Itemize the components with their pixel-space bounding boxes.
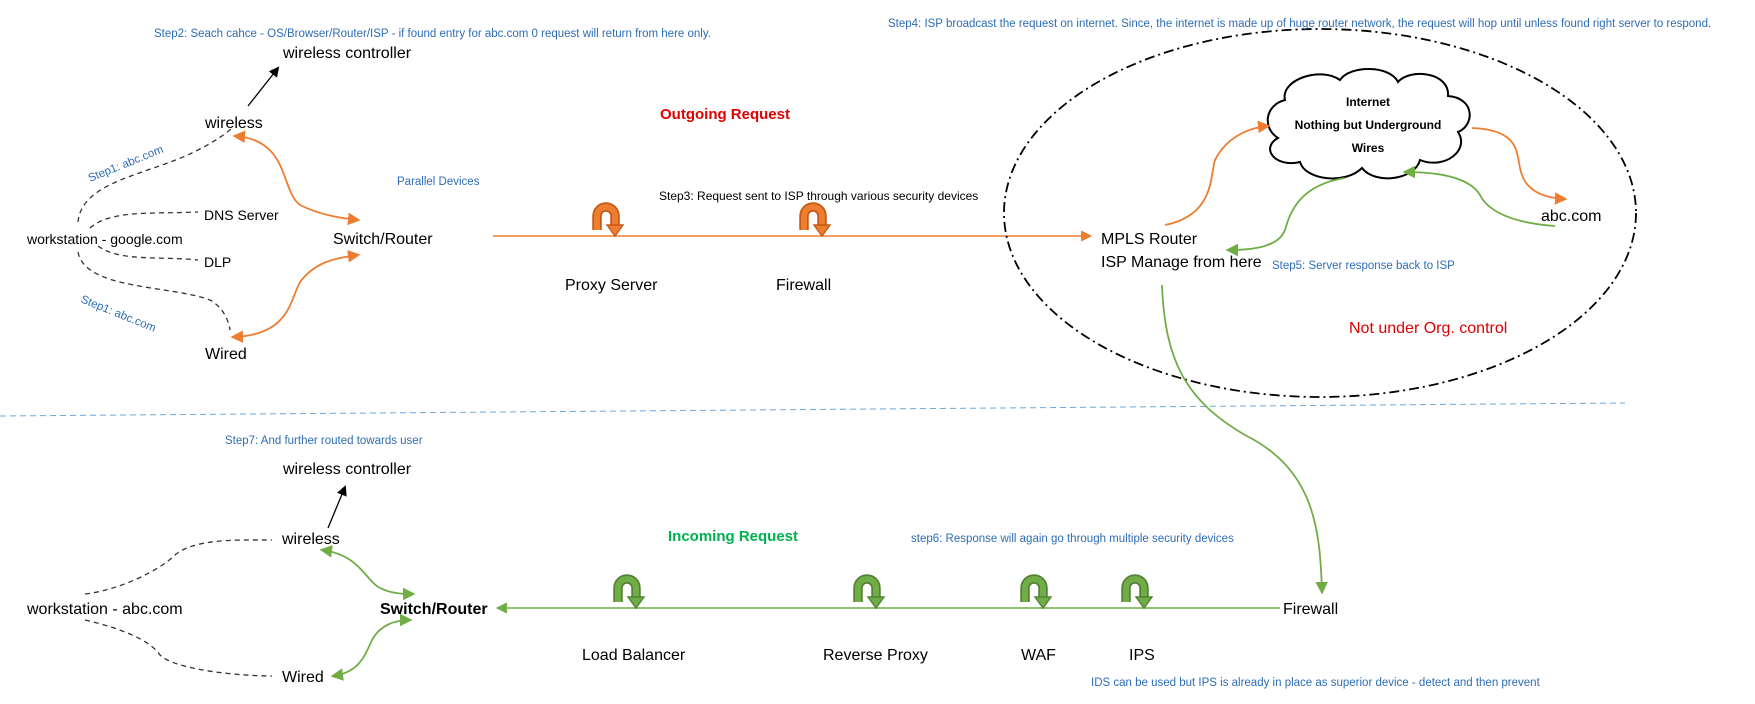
proxy-server-label: Proxy Server xyxy=(565,277,658,294)
workstation-abc-label: workstation - abc.com xyxy=(26,601,183,618)
incoming-section: Step7: And further routed towards user w… xyxy=(26,435,1541,689)
parallel-devices-note: Parallel Devices xyxy=(397,176,480,188)
not-under-control-label: Not under Org. control xyxy=(1349,320,1507,337)
arrow-incoming-wireless-to-controller xyxy=(327,485,347,529)
dashed-link-workstation-wireless xyxy=(77,127,233,223)
section-divider xyxy=(0,402,1626,417)
load-balancer-label: Load Balancer xyxy=(582,647,686,664)
incoming-wireless-controller-label: wireless controller xyxy=(282,461,412,478)
incoming-wired-label: Wired xyxy=(282,669,324,686)
outgoing-request-title: Outgoing Request xyxy=(660,106,790,123)
firewall-device-icon-outgoing xyxy=(804,207,830,236)
arrow-mpls-to-firewall xyxy=(1161,284,1328,595)
arrow-abc-to-internet xyxy=(1402,165,1556,227)
wireless-controller-label: wireless controller xyxy=(282,45,412,62)
ips-device-icon xyxy=(1126,579,1152,608)
incoming-switch-router-label: Switch/Router xyxy=(380,601,488,618)
step1-note-bottom: Step1: abc.com xyxy=(79,294,158,335)
dashed-link-incoming-wired xyxy=(84,619,273,677)
internet-cloud-icon xyxy=(1266,68,1471,180)
dlp-label: DLP xyxy=(204,254,231,270)
step1-note-top: Step1: abc.com xyxy=(87,144,166,185)
wireless-label: wireless xyxy=(204,115,263,132)
cloud-line-1: Internet xyxy=(1346,95,1390,109)
arrow-wireless-to-controller xyxy=(247,66,280,107)
incoming-firewall-label: Firewall xyxy=(1283,601,1338,618)
waf-label: WAF xyxy=(1021,647,1056,664)
arrow-wireless-switch xyxy=(232,130,361,226)
incoming-wireless-label: wireless xyxy=(281,531,340,548)
workstation-google-label: workstation - google.com xyxy=(26,231,183,247)
step7-note: Step7: And further routed towards user xyxy=(225,435,423,447)
waf-device-icon xyxy=(1025,579,1051,608)
step2-note: Step2: Seach cahce - OS/Browser/Router/I… xyxy=(154,28,711,40)
mpls-router-label: MPLS Router xyxy=(1101,231,1198,248)
reverse-proxy-device-icon xyxy=(858,579,884,608)
cloud-line-3: Wires xyxy=(1352,141,1385,155)
step5-note: Step5: Server response back to ISP xyxy=(1272,260,1455,272)
firewall-label-outgoing: Firewall xyxy=(776,277,831,294)
dashed-link-workstation-dns xyxy=(89,211,199,229)
switch-router-label: Switch/Router xyxy=(333,231,433,248)
step3-note: Step3: Request sent to ISP through vario… xyxy=(659,189,978,203)
arrow-internet-to-mpls xyxy=(1225,177,1346,257)
ips-label: IPS xyxy=(1129,647,1155,664)
reverse-proxy-label: Reverse Proxy xyxy=(823,647,928,664)
proxy-server-device-icon xyxy=(597,207,623,236)
dashed-link-incoming-wireless xyxy=(84,539,273,595)
ids-note: IDS can be used but IPS is already in pl… xyxy=(1091,677,1541,689)
isp-boundary xyxy=(1003,28,1637,398)
arrow-incoming-switch-wired xyxy=(330,613,413,681)
arrow-internet-to-abc xyxy=(1471,127,1568,205)
wired-label: Wired xyxy=(205,346,247,363)
incoming-request-title: Incoming Request xyxy=(668,528,798,545)
isp-manage-label: ISP Manage from here xyxy=(1101,254,1262,271)
dns-server-label: DNS Server xyxy=(204,207,279,223)
step6-note: step6: Response will again go through mu… xyxy=(911,533,1234,545)
dashed-link-workstation-dlp xyxy=(97,245,199,261)
load-balancer-device-icon xyxy=(618,579,644,608)
cloud-line-2: Nothing but Underground xyxy=(1295,118,1442,132)
arrow-mpls-to-internet xyxy=(1164,120,1271,226)
arrow-wired-switch xyxy=(230,250,361,343)
step4-note: Step4: ISP broadcast the request on inte… xyxy=(888,18,1711,30)
abc-com-label: abc.com xyxy=(1541,208,1601,225)
arrow-incoming-switch-wireless xyxy=(319,545,416,601)
dashed-link-workstation-wired xyxy=(77,251,231,331)
outgoing-section: Outgoing Request Step2: Seach cahce - OS… xyxy=(26,18,1711,398)
